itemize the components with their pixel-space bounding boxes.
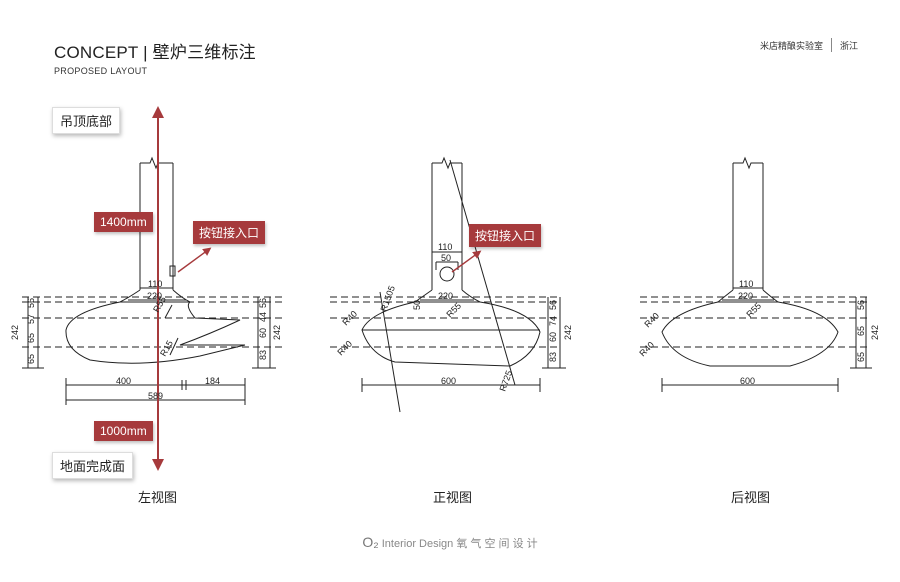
left-button-box xyxy=(169,265,176,277)
footer-cn: 氧 气 空 间 设 计 xyxy=(456,538,538,550)
back-dim-r56: 56 xyxy=(856,300,866,310)
left-dim-r56: 56 xyxy=(258,298,268,308)
left-button-arrow xyxy=(177,247,212,273)
caption-back-view: 后视图 xyxy=(731,490,771,505)
left-dim-r242: 242 xyxy=(272,325,282,340)
back-view xyxy=(640,156,872,392)
back-dim-r242: 242 xyxy=(870,325,880,340)
footer: O₂ Interior Design 氧 气 空 间 设 计 xyxy=(0,534,900,551)
back-flue-break xyxy=(733,156,763,170)
button-left-tag: 按钮接入口 xyxy=(193,221,266,244)
front-dim-r83: 83 xyxy=(548,352,558,362)
footer-logo: O₂ xyxy=(362,534,379,550)
back-dim-220: 220 xyxy=(738,291,753,301)
left-dim-589: 589 xyxy=(148,391,163,401)
height-bottom-tag: 1000mm xyxy=(94,421,153,441)
left-dim-400: 400 xyxy=(116,376,131,386)
front-dim-r725: R725 xyxy=(497,369,514,393)
front-dim-50b: 50 xyxy=(412,300,422,310)
ceiling-label: 吊顶底部 xyxy=(52,107,121,134)
front-dim-600: 600 xyxy=(441,376,456,386)
project-location: 浙江 xyxy=(839,40,858,51)
header-divider xyxy=(830,38,832,52)
left-dim-65a: 65 xyxy=(26,354,36,364)
back-dim-r65a: 65 xyxy=(856,326,866,336)
front-dim-labels: 110 50 220 R55 R40 R40 R1505 R725 50 600… xyxy=(335,242,573,393)
back-dim-labels: 110 220 R55 R40 R40 600 56 65 65 242 xyxy=(637,279,880,386)
back-dim-110: 110 xyxy=(739,279,753,289)
project-name: 米店精酿实验室 xyxy=(759,40,823,51)
back-body xyxy=(661,301,839,367)
back-flue xyxy=(732,163,764,290)
back-dim-r40b: R40 xyxy=(637,340,656,359)
left-view xyxy=(22,156,285,405)
left-dim-110: 110 xyxy=(148,279,162,289)
page-title: CONCEPT | 壁炉三维标注 xyxy=(54,43,256,62)
front-dim-r242: 242 xyxy=(563,325,573,340)
left-dim-57: 57 xyxy=(26,314,36,324)
front-collar xyxy=(413,289,481,303)
front-dim-r74: 74 xyxy=(548,316,558,326)
front-dim-r40b: R40 xyxy=(335,339,354,358)
back-dim-r65b: 65 xyxy=(856,352,866,362)
left-dim-56: 56 xyxy=(26,298,36,308)
left-dim-r83: 83 xyxy=(258,350,268,360)
front-dim-r60: 60 xyxy=(548,332,558,342)
front-dim-r55: R55 xyxy=(444,301,463,320)
front-flue xyxy=(431,163,463,290)
front-button-circle xyxy=(439,266,455,282)
height-top-tag: 1400mm xyxy=(94,212,153,232)
front-dim-r56: 56 xyxy=(548,300,558,310)
footer-brand: Interior Design xyxy=(381,538,454,550)
left-dim-r60: 60 xyxy=(258,328,268,338)
back-dim-r55: R55 xyxy=(744,301,763,320)
header-right: 米店精酿实验室 浙江 xyxy=(760,38,858,52)
back-dim-600: 600 xyxy=(740,376,755,386)
floor-label: 地面完成面 xyxy=(52,452,134,479)
left-dim-65b: 65 xyxy=(26,333,36,343)
caption-left-view: 左视图 xyxy=(138,490,178,505)
button-front-tag: 按钮接入口 xyxy=(469,224,542,247)
front-dim-110: 110 xyxy=(438,242,452,252)
front-button-arrow xyxy=(451,250,482,273)
caption-front-view: 正视图 xyxy=(433,490,473,505)
page-subtitle: PROPOSED LAYOUT xyxy=(54,66,148,76)
back-dim-r40a: R40 xyxy=(642,311,661,330)
front-dim-220: 220 xyxy=(438,291,453,301)
left-dim-220: 220 xyxy=(147,291,162,301)
left-dim-r15: R15 xyxy=(158,339,175,358)
left-dim-184: 184 xyxy=(205,376,220,386)
front-flue-break xyxy=(432,156,462,170)
front-view xyxy=(330,156,566,413)
left-dim-r44: 44 xyxy=(258,312,268,322)
front-dim-r40a: R40 xyxy=(340,309,359,328)
back-collar xyxy=(716,289,780,303)
left-dim-242: 242 xyxy=(10,325,20,340)
left-flue-break xyxy=(140,156,173,170)
front-dim-50: 50 xyxy=(441,253,451,263)
